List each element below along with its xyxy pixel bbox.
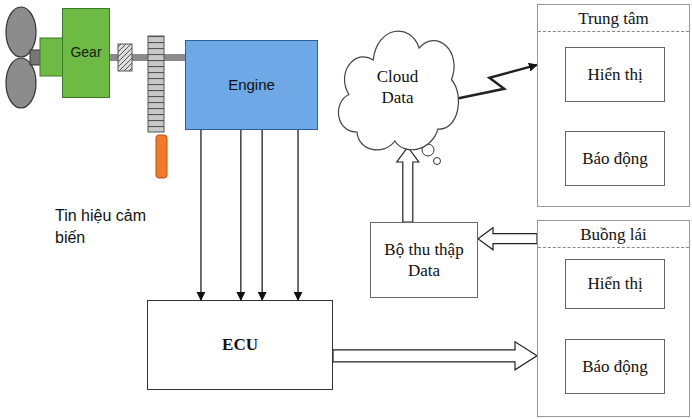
cloud-outline — [330, 12, 465, 162]
node-label: Engine — [228, 76, 275, 95]
node-label: Cloud Data — [367, 66, 429, 109]
data-flow-arrow — [333, 342, 537, 370]
gear-housing — [40, 38, 63, 76]
node-label: Báo động — [582, 356, 648, 377]
signal-arrow — [297, 130, 298, 300]
data-flow-arrow — [478, 228, 537, 250]
signal-arrow — [240, 130, 241, 300]
data-flow-arrow — [397, 147, 419, 222]
function-box: Hiển thị — [565, 259, 665, 309]
flywheel — [148, 36, 164, 132]
function-box: Hiển thị — [565, 47, 665, 102]
engine-box: Engine — [185, 40, 318, 130]
function-box: Báo động — [565, 131, 665, 186]
signal-label: Tin hiệu cảm biến — [55, 205, 169, 248]
ecu-box: ECU — [147, 300, 333, 390]
title-rule — [538, 31, 689, 32]
node-label: ECU — [222, 334, 258, 355]
cloud-shape: Cloud Data — [330, 12, 465, 162]
function-box: Báo động — [565, 339, 665, 394]
node-label: Báo động — [582, 148, 648, 169]
signal-arrow — [261, 130, 262, 300]
panel-title: Buồng lái — [538, 224, 689, 245]
collector-box: Bộ thu thập Data — [370, 222, 478, 298]
station-panel: Hiển thịBáo động Buồng lái — [537, 220, 690, 417]
node-label: Gear — [70, 44, 101, 62]
title-rule — [538, 247, 689, 248]
gearbox-box: Gear — [62, 8, 110, 98]
node-label: Hiển thị — [587, 64, 642, 85]
node-label: Bộ thu thập Data — [382, 239, 466, 282]
signal-arrow — [200, 130, 201, 300]
cloud-bubble — [434, 158, 441, 165]
speed-sensor — [156, 135, 167, 178]
shaft-coupling — [118, 44, 132, 71]
panel-title: Trung tâm — [538, 8, 689, 29]
cloud-outline — [338, 31, 458, 150]
wireless-link — [455, 65, 537, 99]
node-label: Hiển thị — [587, 273, 642, 294]
station-panel: Hiển thịBáo động Trung tâm — [537, 4, 690, 207]
